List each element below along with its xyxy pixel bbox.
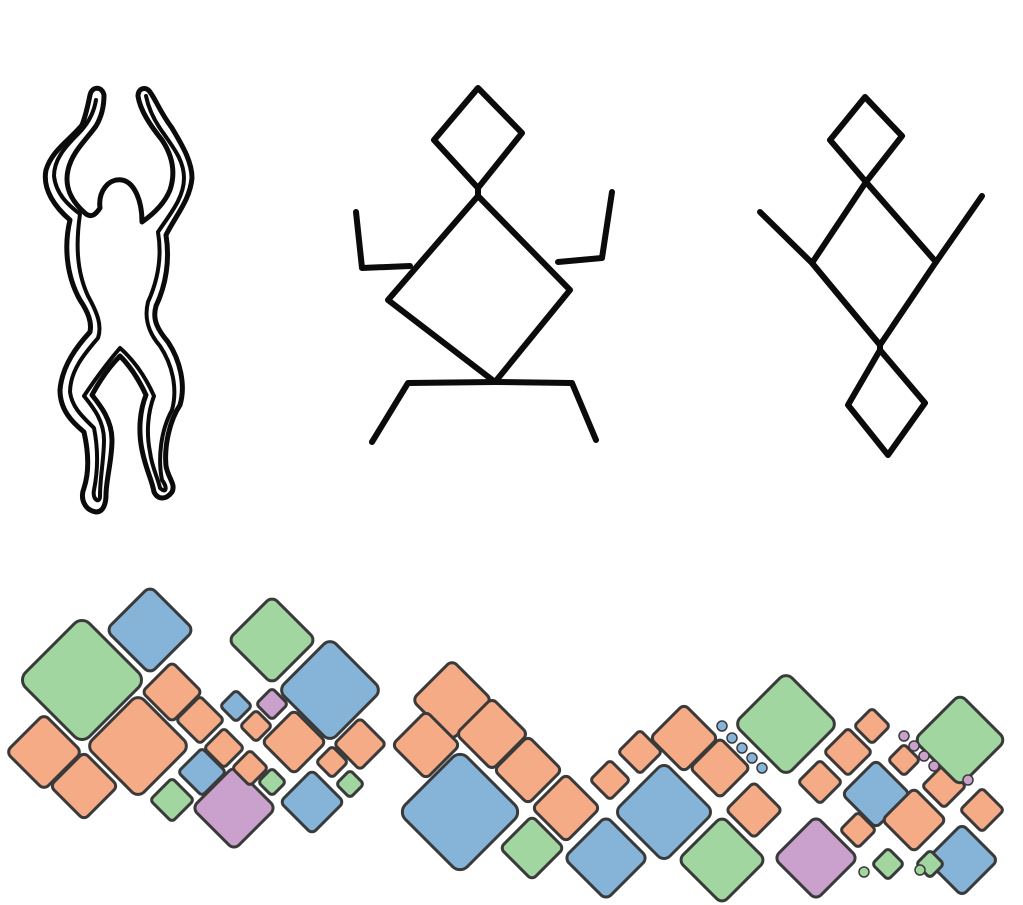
tile-dot-blue [747,753,757,763]
tile-orange [960,788,1004,832]
tile-dot-purple [963,775,973,785]
tile-dot-blue [737,743,747,753]
frog-outline-outer [45,88,192,512]
right-arm [936,196,982,262]
frog-figure-naturalistic [45,88,192,512]
tile-dot-purple [929,761,939,771]
square-tiling-band [6,586,1006,904]
tile-green [872,848,904,880]
top-diamond [830,97,902,182]
tile-dot-blue [757,763,767,773]
left-leg [812,263,880,345]
tile-blue [280,770,344,834]
tile-dot-purple [919,751,929,761]
tile-dot-green [915,865,925,875]
right-leg [495,382,596,440]
left-leg [372,382,495,442]
frog-figure-diamond-stacked [760,97,982,455]
middle-diamond [812,182,936,345]
frog-figure-square-body [356,88,612,442]
left-arm [356,212,410,268]
tile-orange [590,760,630,800]
tile-green [914,694,1006,786]
tile-green [336,770,364,798]
head-diamond [434,88,522,188]
tile-dot-purple [909,741,919,751]
tile-orange [798,760,842,804]
tile-green [150,778,194,822]
right-arm [558,192,612,262]
tile-dot-purple [899,731,909,741]
bottom-diamond [848,350,925,455]
tile-dot-blue [727,733,737,743]
body-diamond [388,196,570,382]
tile-dot-blue [717,721,727,731]
tile-dot-green [859,867,869,877]
left-arm [760,212,812,263]
